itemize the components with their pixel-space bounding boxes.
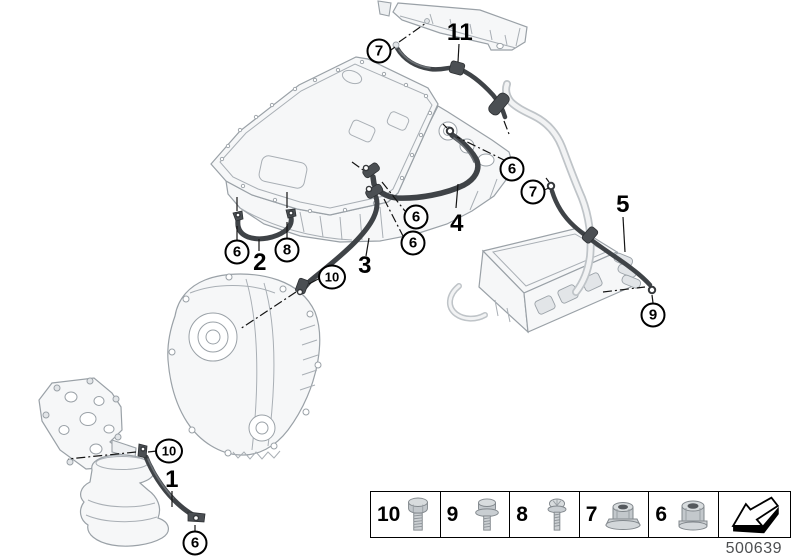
callout-6[interactable]: 6 (182, 530, 208, 556)
legend-label-7: 7 (585, 502, 598, 526)
flange-nut-icon (605, 501, 642, 530)
collar-nut-icon (678, 500, 708, 530)
legend-cell-7[interactable]: 7 (580, 492, 650, 537)
ground-cables-drawing (137, 41, 657, 523)
transfer-case-drawing (167, 273, 322, 460)
callout-6[interactable]: 6 (224, 239, 250, 265)
legend-cell-9[interactable]: 9 (441, 492, 511, 537)
legend-cell-direction[interactable] (719, 492, 790, 537)
cable-2 (235, 214, 294, 242)
part-label-4[interactable]: 4 (450, 210, 464, 237)
cable-5 (549, 188, 653, 288)
battery-tray-drawing (377, 0, 528, 51)
flange-screw-icon (547, 497, 567, 531)
leader-lines (67, 22, 654, 531)
legend-label-8: 8 (516, 502, 528, 526)
callout-7[interactable]: 7 (366, 38, 392, 64)
cable-4 (370, 132, 481, 201)
engine-mount-bracket-drawing (38, 377, 169, 547)
callout-7[interactable]: 7 (520, 179, 546, 205)
part-label-2[interactable]: 2 (253, 249, 267, 276)
flange-bolt-icon (475, 497, 499, 531)
fastener-legend: 10 9 8 (370, 491, 791, 538)
legend-label-10: 10 (377, 502, 401, 526)
callout-6[interactable]: 6 (499, 156, 525, 182)
diagram-id: 500639 (725, 540, 782, 557)
part-label-3[interactable]: 3 (358, 252, 372, 279)
hex-bolt-icon (407, 497, 428, 531)
coolant-hose-drawing (502, 80, 595, 296)
legend-label-6: 6 (655, 502, 668, 526)
part-label-5[interactable]: 5 (616, 191, 630, 218)
callout-10[interactable]: 10 (318, 264, 346, 290)
legend-cell-8[interactable]: 8 (510, 492, 580, 537)
charger-unit-drawing (447, 227, 642, 334)
callout-9[interactable]: 9 (640, 302, 666, 328)
legend-cell-6[interactable]: 6 (649, 492, 719, 537)
callout-10[interactable]: 10 (155, 438, 183, 464)
legend-cell-10[interactable]: 10 (371, 492, 441, 537)
part-label-11[interactable]: 11 (446, 19, 474, 46)
direction-arrow-icon (731, 495, 780, 533)
part-label-1[interactable]: 1 (165, 466, 179, 493)
callout-6[interactable]: 6 (400, 230, 426, 256)
callout-8[interactable]: 8 (274, 237, 300, 263)
legend-label-9: 9 (446, 502, 459, 526)
cable-3 (302, 194, 380, 290)
callout-6[interactable]: 6 (403, 204, 429, 230)
